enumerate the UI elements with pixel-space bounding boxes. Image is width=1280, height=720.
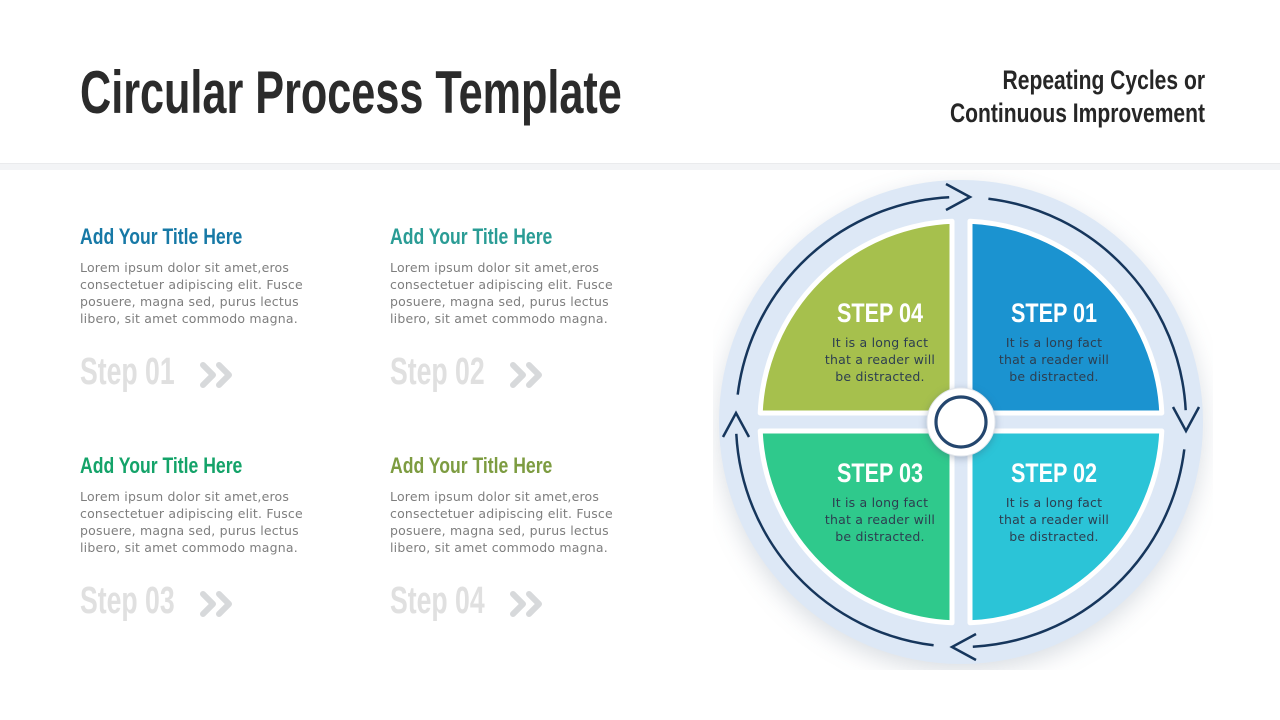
block-body: Lorem ipsum dolor sit amet,eros consecte…: [80, 489, 303, 555]
block-heading: Add Your Title Here: [80, 224, 243, 249]
step-block-02: Add Your Title Here Lorem ipsum dolor si…: [390, 224, 690, 395]
block-body: Lorem ipsum dolor sit amet,eros consecte…: [80, 260, 303, 326]
step-label: Step 02: [390, 350, 485, 393]
quadrant-step-04: [757, 218, 955, 416]
double-chevron-icon: [200, 362, 233, 388]
block-heading: Add Your Title Here: [80, 453, 243, 478]
header-divider: [0, 163, 1280, 170]
step-label: Step 04: [390, 579, 485, 622]
step-row: Step 01: [80, 349, 380, 395]
double-chevron-icon: [200, 591, 233, 617]
step-row: Step 02: [390, 349, 690, 395]
step-block-04: Add Your Title Here Lorem ipsum dolor si…: [390, 453, 690, 624]
circular-process-diagram: STEP 04 It is a long fact that a reader …: [713, 170, 1213, 670]
arrowhead-bottom: [949, 632, 977, 662]
quadrant-title: STEP 03: [836, 458, 924, 488]
block-heading: Add Your Title Here: [390, 453, 553, 478]
step-label: Step 03: [80, 579, 175, 622]
tagline-line-1: Repeating Cycles or: [1002, 65, 1205, 95]
quadrant-body: It is a long fact that a reader will be …: [998, 335, 1110, 384]
double-chevron-icon: [510, 362, 543, 388]
quadrant-step-02: [967, 428, 1165, 626]
arrowhead-left: [721, 410, 751, 438]
block-body: Lorem ipsum dolor sit amet,eros consecte…: [390, 260, 613, 326]
step-row: Step 04: [390, 578, 690, 624]
tagline-line-2: Continuous Improvement: [949, 98, 1205, 128]
quadrant-step-01: [967, 218, 1165, 416]
quadrant-title: STEP 02: [1010, 458, 1098, 488]
quadrant-body: It is a long fact that a reader will be …: [824, 335, 936, 384]
page-title: Circular Process Template: [80, 59, 622, 126]
step-block-01: Add Your Title Here Lorem ipsum dolor si…: [80, 224, 380, 395]
step-row: Step 03: [80, 578, 380, 624]
quadrant-body: It is a long fact that a reader will be …: [998, 495, 1110, 544]
cycle-arrows: [721, 182, 1201, 662]
center-hub: [926, 387, 996, 457]
quadrant-title: STEP 01: [1010, 298, 1098, 328]
process-wheel: [719, 180, 1203, 664]
quadrant-title: STEP 04: [836, 298, 924, 328]
step-label: Step 01: [80, 350, 175, 393]
header-tagline: Repeating Cycles or Continuous Improveme…: [878, 64, 1205, 130]
quadrant-body: It is a long fact that a reader will be …: [824, 495, 936, 544]
quadrant-step-03: [757, 428, 955, 626]
block-heading: Add Your Title Here: [390, 224, 553, 249]
double-chevron-icon: [510, 591, 543, 617]
step-block-03: Add Your Title Here Lorem ipsum dolor si…: [80, 453, 380, 624]
arrowhead-right: [1171, 406, 1201, 434]
arrowhead-top: [945, 182, 973, 212]
block-body: Lorem ipsum dolor sit amet,eros consecte…: [390, 489, 613, 555]
